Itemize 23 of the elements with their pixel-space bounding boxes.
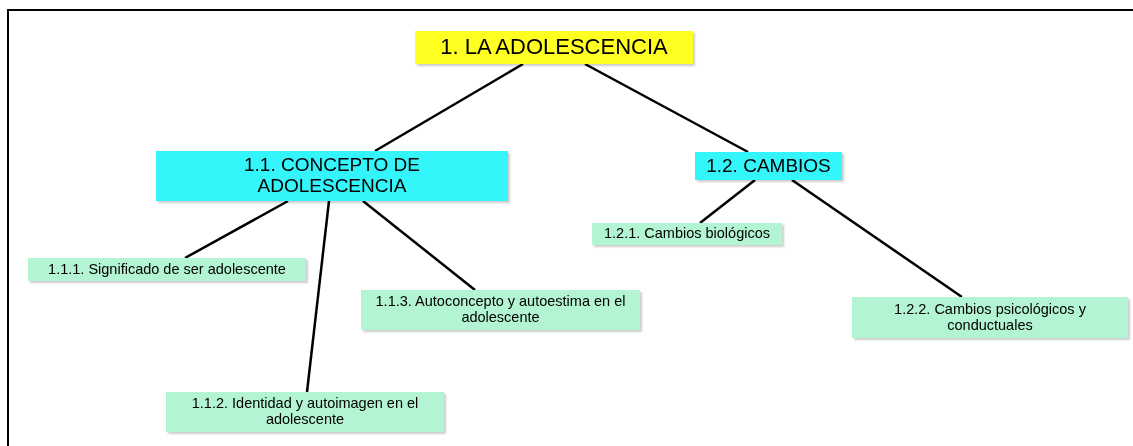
connector-line: [584, 62, 749, 154]
topic-box: [156, 151, 508, 201]
connector-line: [791, 178, 963, 299]
root-topic: [415, 31, 693, 64]
connector-line: [184, 199, 289, 260]
topic-text: 1.1.2. Identidad y autoimagen en el adolescente: [190, 396, 420, 428]
topic-text: 1. LA ADOLESCENCIA: [440, 35, 668, 60]
topic-text: 1.1. CONCEPTO DE ADOLESCENCIA: [243, 155, 421, 197]
topic-text: 1.1.3. Autoconcepto y autoestima en el adolescente: [374, 294, 627, 326]
connector-line: [374, 62, 524, 153]
subtopic-box: [166, 392, 444, 432]
subtopic-box: [28, 258, 306, 281]
subtopic-box: [852, 297, 1128, 338]
topic-text: 1.2.2. Cambios psicológicos y conductuales: [893, 301, 1087, 334]
topic-text: 1.1.1. Significado de ser adolescente: [48, 261, 286, 278]
topic-text: 1.2. CAMBIOS: [706, 155, 831, 177]
topic-box: [695, 152, 842, 180]
connector-line: [699, 179, 756, 224]
topic-text: 1.2.1. Cambios biológicos: [603, 226, 770, 242]
connector-line: [305, 200, 331, 393]
subtopic-box: [592, 223, 782, 245]
connector-line: [362, 200, 476, 291]
subtopic-box: [361, 290, 640, 330]
